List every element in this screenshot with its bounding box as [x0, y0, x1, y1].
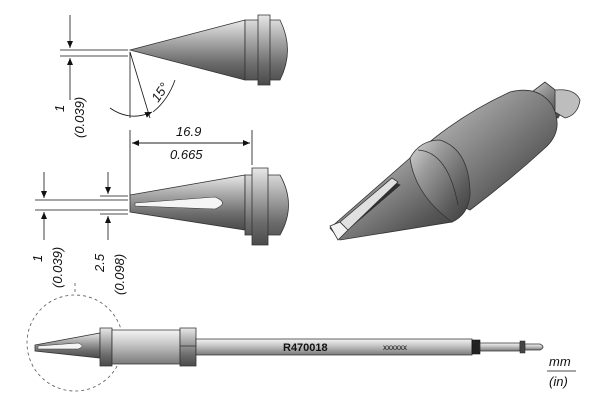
front-view-blade-width-mm: 2.5 — [92, 253, 107, 273]
side-view-cone — [128, 19, 246, 81]
front-view-tip — [35, 130, 289, 246]
part-code: xxxxxx — [383, 343, 407, 352]
part-number: R470018 — [283, 342, 328, 354]
side-view-angle-label: 15° — [148, 80, 172, 105]
side-view-tip — [60, 14, 288, 119]
front-view-flange — [244, 167, 289, 246]
full-tip-sleeve — [111, 329, 181, 365]
side-view-tip-width-in: (0.039) — [72, 97, 87, 138]
full-tip-view — [26, 283, 544, 392]
tip-3d-view — [329, 81, 581, 241]
unit-secondary: (in) — [549, 374, 568, 389]
front-view-length-mm: 16.9 — [176, 124, 201, 139]
front-view-tip-width-in: (0.039) — [50, 247, 65, 288]
front-view-tip-width-mm: 1 — [30, 255, 45, 262]
full-tip-shaft — [195, 338, 473, 356]
front-view-slot — [134, 196, 223, 210]
front-view-length-in: 0.665 — [170, 147, 203, 162]
side-view-flange — [244, 14, 288, 86]
tip-3d-cone — [329, 157, 454, 241]
side-view-tip-width-mm: 1 — [52, 105, 67, 112]
front-view-blade-width-in: (0.098) — [112, 254, 127, 295]
unit-primary: mm — [549, 354, 571, 369]
